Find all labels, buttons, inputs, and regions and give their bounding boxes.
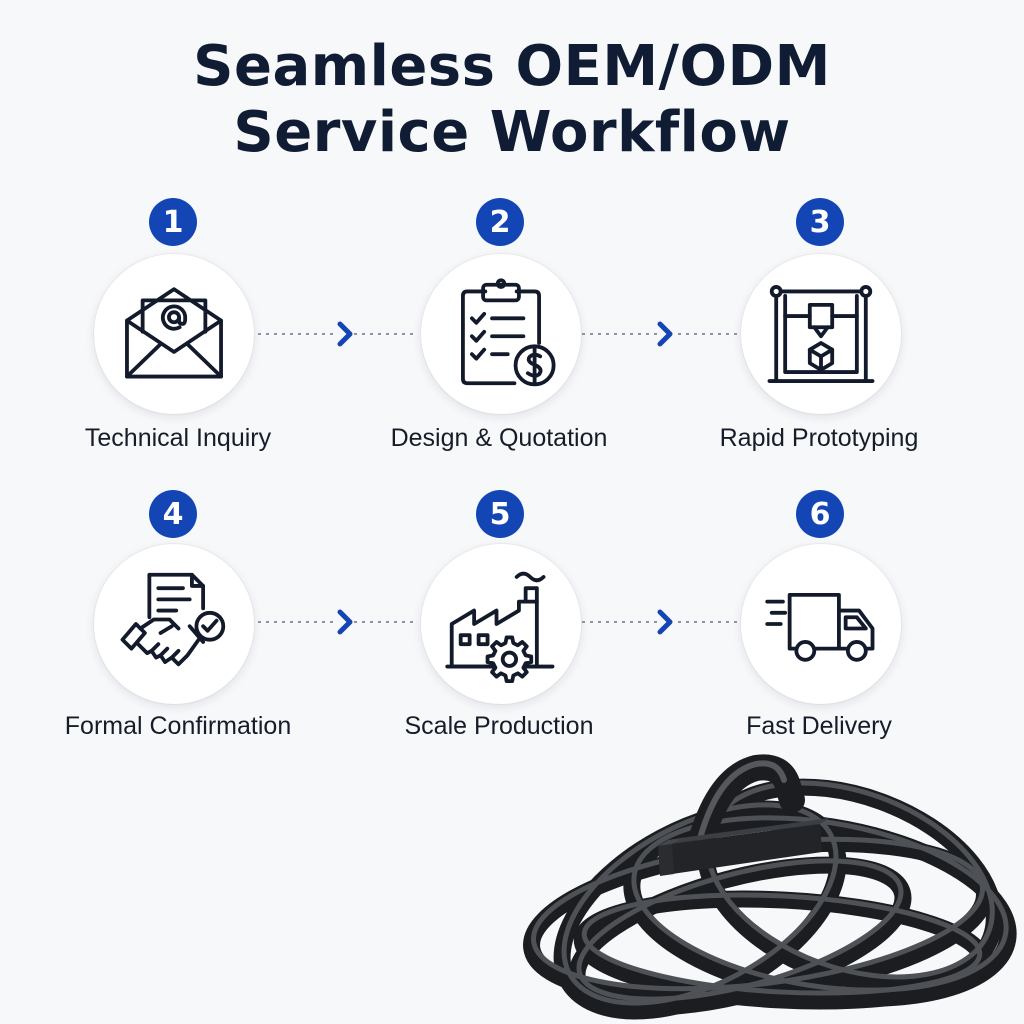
step-icon-disc: [421, 544, 581, 704]
step-label: Rapid Prototyping: [719, 424, 919, 452]
rubber-seal-rings-image: [523, 754, 1017, 1020]
clipboard-checklist-dollar-icon: [461, 278, 556, 387]
handshake-document-icon: [120, 572, 226, 667]
step-connector: [258, 321, 414, 347]
delivery-truck-icon: [765, 592, 875, 662]
step-number-badge: 4: [149, 490, 197, 538]
step-connector: [258, 609, 414, 635]
title-line-1: Seamless OEM/ODM: [193, 34, 831, 99]
factory-gear-icon: [445, 571, 555, 684]
step-icon-disc: [94, 544, 254, 704]
step-label: Scale Production: [404, 712, 594, 740]
title-line-2: Service Workflow: [233, 100, 791, 165]
step-number-badge: 6: [796, 490, 844, 538]
step-number-badge: 2: [476, 198, 524, 246]
chevron-right-icon: [657, 609, 673, 635]
step-label: Fast Delivery: [746, 712, 892, 740]
envelope-at-icon: [125, 287, 223, 379]
chevron-right-icon: [337, 321, 353, 347]
3d-printer-icon: [767, 285, 875, 383]
step-icon-disc: [741, 544, 901, 704]
step-icon-disc: [421, 254, 581, 414]
step-label: Technical Inquiry: [84, 424, 272, 452]
step-icon-disc: [741, 254, 901, 414]
chevron-right-icon: [337, 609, 353, 635]
step-connector: [582, 609, 738, 635]
step-number-badge: 5: [476, 490, 524, 538]
step-label: Formal Confirmation: [64, 712, 292, 740]
step-icon-disc: [94, 254, 254, 414]
page-title: Seamless OEM/ODM Service Workflow: [0, 34, 1024, 166]
step-connector: [582, 321, 738, 347]
step-number-badge: 1: [149, 198, 197, 246]
step-label: Design & Quotation: [390, 424, 608, 452]
chevron-right-icon: [657, 321, 673, 347]
step-number-badge: 3: [796, 198, 844, 246]
